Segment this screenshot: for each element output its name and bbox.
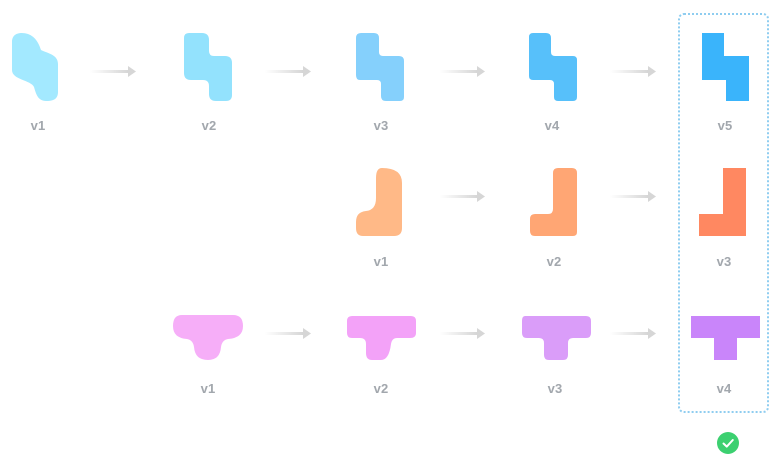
t-piece-v4-label: v4 bbox=[716, 381, 732, 396]
t-piece-v1-label: v1 bbox=[200, 381, 216, 396]
t-piece-v3-label: v3 bbox=[547, 381, 563, 396]
row-t-piece bbox=[173, 315, 760, 360]
l-piece-v1-shape bbox=[356, 168, 402, 236]
t-piece-v4-shape bbox=[691, 316, 760, 360]
arrow-t-v1-v2 bbox=[265, 328, 311, 339]
t-piece-v2-label: v2 bbox=[373, 381, 389, 396]
row-l-piece bbox=[356, 168, 746, 236]
s-piece-v4-label: v4 bbox=[544, 118, 560, 133]
s-piece-v2-label: v2 bbox=[201, 118, 217, 133]
arrow-s-v4-v5 bbox=[610, 66, 656, 77]
s-piece-v3-shape bbox=[356, 33, 404, 101]
l-piece-v3-label: v3 bbox=[716, 254, 732, 269]
checkmark-icon bbox=[717, 432, 739, 454]
l-piece-v2-label: v2 bbox=[546, 254, 562, 269]
row-s-piece bbox=[12, 32, 749, 102]
t-piece-v2-shape bbox=[347, 316, 416, 360]
s-piece-v1-label: v1 bbox=[30, 118, 46, 133]
s-piece-v2-shape bbox=[184, 33, 232, 101]
final-version-selection-frame bbox=[678, 13, 769, 413]
l-piece-v2-shape bbox=[530, 168, 577, 236]
l-piece-v1-label: v1 bbox=[373, 254, 389, 269]
t-piece-v3-shape bbox=[522, 316, 591, 360]
arrow-l-v2-v3 bbox=[610, 191, 656, 202]
s-piece-v4-shape bbox=[529, 33, 577, 101]
arrow-s-v2-v3 bbox=[265, 66, 311, 77]
arrow-s-v1-v2 bbox=[90, 66, 136, 77]
arrow-t-v3-v4 bbox=[610, 328, 656, 339]
progression-arrows bbox=[90, 66, 656, 339]
s-piece-v1-shape bbox=[12, 32, 58, 102]
arrow-l-v1-v2 bbox=[440, 191, 485, 202]
t-piece-v1-shape bbox=[173, 315, 243, 360]
s-piece-v5-shape bbox=[702, 33, 749, 101]
s-piece-v3-label: v3 bbox=[373, 118, 389, 133]
l-piece-v3-shape bbox=[699, 168, 746, 236]
arrow-s-v3-v4 bbox=[440, 66, 485, 77]
arrow-t-v2-v3 bbox=[440, 328, 485, 339]
s-piece-v5-label: v5 bbox=[717, 118, 733, 133]
